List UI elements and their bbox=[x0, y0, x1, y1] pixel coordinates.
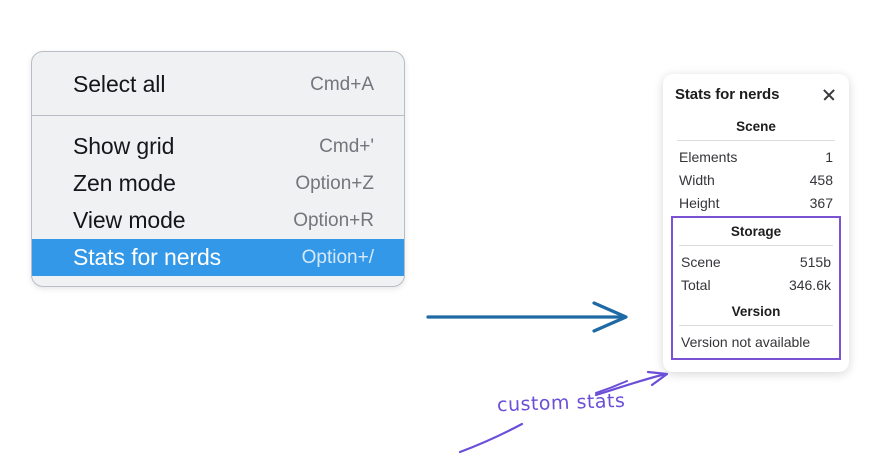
menu-item-label: View mode bbox=[73, 207, 186, 233]
stat-row: Scene 515b bbox=[675, 250, 837, 273]
menu-item-shortcut: Cmd+' bbox=[319, 135, 374, 157]
stat-label: Height bbox=[679, 194, 720, 211]
stat-row: Total 346.6k bbox=[675, 273, 837, 296]
section-heading-version: Version bbox=[731, 304, 781, 319]
stat-label: Width bbox=[679, 171, 715, 188]
menu-item-shortcut: Option+Z bbox=[295, 172, 374, 194]
section-scene: Scene Elements 1 Width 458 Height 367 bbox=[673, 117, 839, 214]
menu-item-zen-mode[interactable]: Zen mode Option+Z bbox=[32, 165, 404, 202]
menu-group-1: Select all Cmd+A bbox=[32, 52, 404, 115]
menu-item-label: Stats for nerds bbox=[73, 244, 222, 270]
stat-value: 367 bbox=[809, 194, 833, 211]
section-rule bbox=[679, 245, 833, 246]
stat-value: 346.6k bbox=[788, 276, 831, 293]
menu-item-shortcut: Option+/ bbox=[301, 246, 374, 268]
stat-row: Height 367 bbox=[673, 191, 839, 214]
stat-label: Total bbox=[681, 276, 711, 293]
stats-for-nerds-panel: Stats for nerds Scene Elements 1 Width 4… bbox=[663, 74, 849, 372]
menu-item-shortcut: Option+R bbox=[293, 209, 374, 231]
stat-value: 1 bbox=[825, 148, 833, 165]
section-rule bbox=[679, 325, 833, 326]
stat-value: 458 bbox=[809, 171, 833, 188]
menu-item-view-mode[interactable]: View mode Option+R bbox=[32, 202, 404, 239]
section-storage: Storage Scene 515b Total 346.6k bbox=[675, 222, 837, 296]
section-heading-scene: Scene bbox=[736, 119, 776, 134]
menu-divider bbox=[32, 115, 404, 116]
close-icon[interactable] bbox=[821, 87, 837, 103]
stat-row: Elements 1 bbox=[673, 145, 839, 168]
menu-item-select-all[interactable]: Select all Cmd+A bbox=[32, 66, 404, 103]
context-menu[interactable]: Select all Cmd+A Show grid Cmd+' Zen mod… bbox=[31, 51, 405, 287]
section-heading-storage: Storage bbox=[730, 224, 782, 239]
menu-item-shortcut: Cmd+A bbox=[310, 73, 374, 95]
panel-title: Stats for nerds bbox=[675, 86, 780, 103]
menu-item-label: Zen mode bbox=[73, 170, 176, 196]
menu-group-2: Show grid Cmd+' Zen mode Option+Z View m… bbox=[32, 116, 404, 286]
custom-stats-highlight-box: Storage Scene 515b Total 346.6k Version … bbox=[671, 216, 841, 360]
stat-row: Width 458 bbox=[673, 168, 839, 191]
menu-item-show-grid[interactable]: Show grid Cmd+' bbox=[32, 128, 404, 165]
stat-label: Elements bbox=[679, 148, 738, 165]
menu-item-label: Show grid bbox=[73, 133, 175, 159]
version-note: Version not available bbox=[681, 334, 811, 350]
section-version: Version Version not available bbox=[675, 296, 837, 352]
handwritten-annotation-label: custom stats bbox=[496, 389, 626, 417]
stat-value: 515b bbox=[799, 253, 831, 270]
menu-item-label: Select all bbox=[73, 71, 166, 97]
menu-item-stats-for-nerds[interactable]: Stats for nerds Option+/ bbox=[32, 239, 404, 276]
purple-underline bbox=[458, 422, 524, 454]
blue-arrow bbox=[426, 301, 628, 333]
stat-label: Scene bbox=[681, 253, 721, 270]
panel-header: Stats for nerds bbox=[673, 86, 839, 103]
section-rule bbox=[677, 140, 835, 141]
